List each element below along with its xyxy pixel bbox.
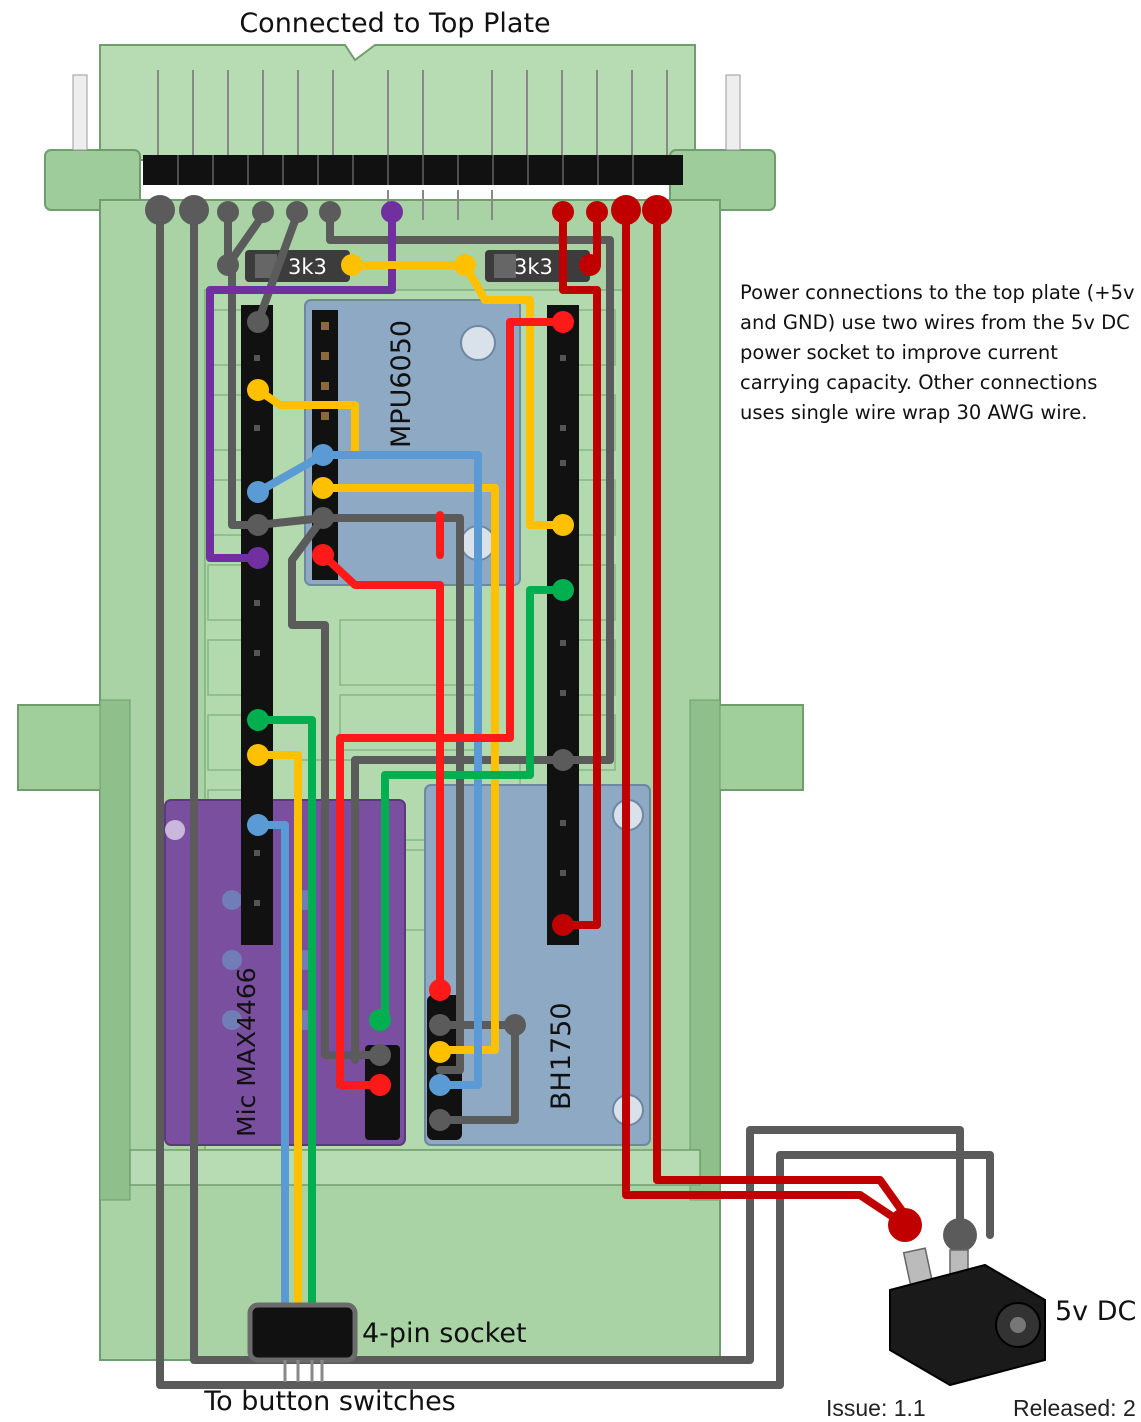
wire-green-1 [254,716,316,1344]
wire-vcc-heavy-1 [622,211,909,1229]
label-bottom: To button switches [203,1386,456,1417]
wire-gnd-heavy-1 [156,208,994,1389]
mpu6050-board [304,299,521,586]
footer-released: Released: 2 [1013,1395,1136,1421]
wire-red-2 [319,551,444,994]
label-resistor-left: 3k3 [288,255,327,279]
wire-gnd-f [254,514,464,1074]
right-header-strip [547,305,579,945]
label-dc: 5v DC [1055,1296,1136,1327]
four-pin-socket [247,1302,358,1382]
label-resistor-right: 3k3 [514,255,553,279]
label-top: Connected to Top Plate [239,8,550,39]
power-note: Power connections to the top plate (+5v … [740,281,1135,424]
wire-green-2 [381,586,567,1024]
left-header-strip [241,305,273,945]
wire-yellow-3 [319,484,499,1054]
wire-blue-1 [254,451,482,1089]
wire-terminals [145,195,977,1252]
label-mic: Mic MAX4466 [232,967,261,1137]
wire-yellow-1 [346,261,567,529]
label-bh1750: BH1750 [546,1002,577,1110]
label-socket: 4-pin socket [362,1318,527,1349]
wire-vcc-heavy-2 [653,211,909,1219]
wire-red-1 [336,318,567,1089]
label-mpu6050: MPU6050 [386,320,417,448]
footer-issue: Issue: 1.1 [826,1395,926,1421]
wire-yellow-4 [254,751,302,1344]
wire-vcc-a [559,211,601,929]
dc-jack [889,1247,1046,1387]
top-header-strip [143,155,683,185]
top-header-pins [157,70,668,155]
wire-gnd-heavy-2 [190,208,964,1364]
wire-gnd-g [288,514,384,1059]
wire-gnd-c [254,211,301,326]
